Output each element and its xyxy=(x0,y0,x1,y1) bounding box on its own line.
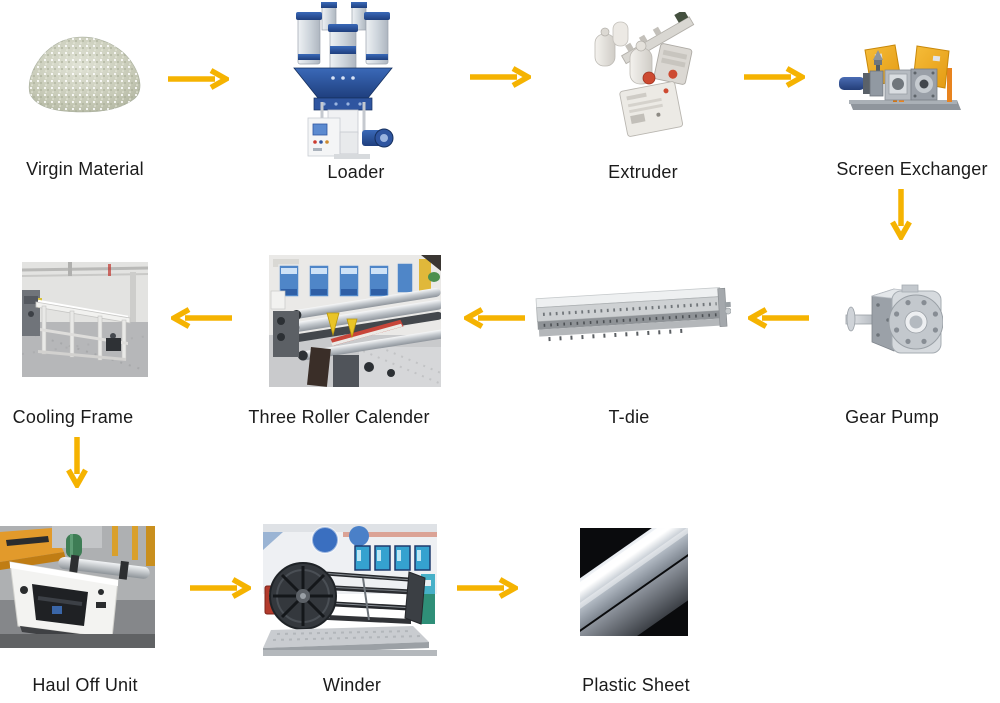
loader-image xyxy=(278,2,408,160)
arrow-left-icon xyxy=(171,307,232,329)
arrow-down-icon xyxy=(66,437,88,488)
gear-pump-image xyxy=(842,280,943,360)
t-die-image xyxy=(531,282,731,348)
screen-exchanger-image xyxy=(835,42,963,118)
arrow-left-icon xyxy=(464,307,525,329)
haul-off-unit-label: Haul Off Unit xyxy=(32,675,138,695)
extruder-label: Extruder xyxy=(608,162,678,182)
gear-pump-label: Gear Pump xyxy=(845,407,939,427)
arrow-right-icon xyxy=(470,66,531,88)
haul-off-unit-image xyxy=(0,526,155,648)
winder-label: Winder xyxy=(322,675,382,695)
arrow-right-icon xyxy=(168,68,229,90)
winder-image xyxy=(263,524,437,656)
arrow-right-icon xyxy=(457,577,518,599)
cooling-frame-image xyxy=(22,262,148,377)
loader-label: Loader xyxy=(327,162,385,182)
arrow-left-icon xyxy=(748,307,809,329)
arrow-down-icon xyxy=(890,189,912,240)
cooling-frame-label: Cooling Frame xyxy=(12,407,134,427)
three-roller-calender-label: Three Roller Calender xyxy=(248,407,430,427)
arrow-right-icon xyxy=(190,577,251,599)
t-die-label: T-die xyxy=(608,407,650,427)
plastic-sheet-image xyxy=(580,528,688,636)
plastic-sheet-label: Plastic Sheet xyxy=(582,675,690,695)
extruder-image xyxy=(583,12,703,140)
three-roller-calender-image xyxy=(269,255,441,387)
screen-exchanger-label: Screen Exchanger xyxy=(836,159,988,179)
virgin-material-label: Virgin Material xyxy=(26,159,144,179)
arrow-right-icon xyxy=(744,66,805,88)
virgin-material-image xyxy=(22,30,148,115)
